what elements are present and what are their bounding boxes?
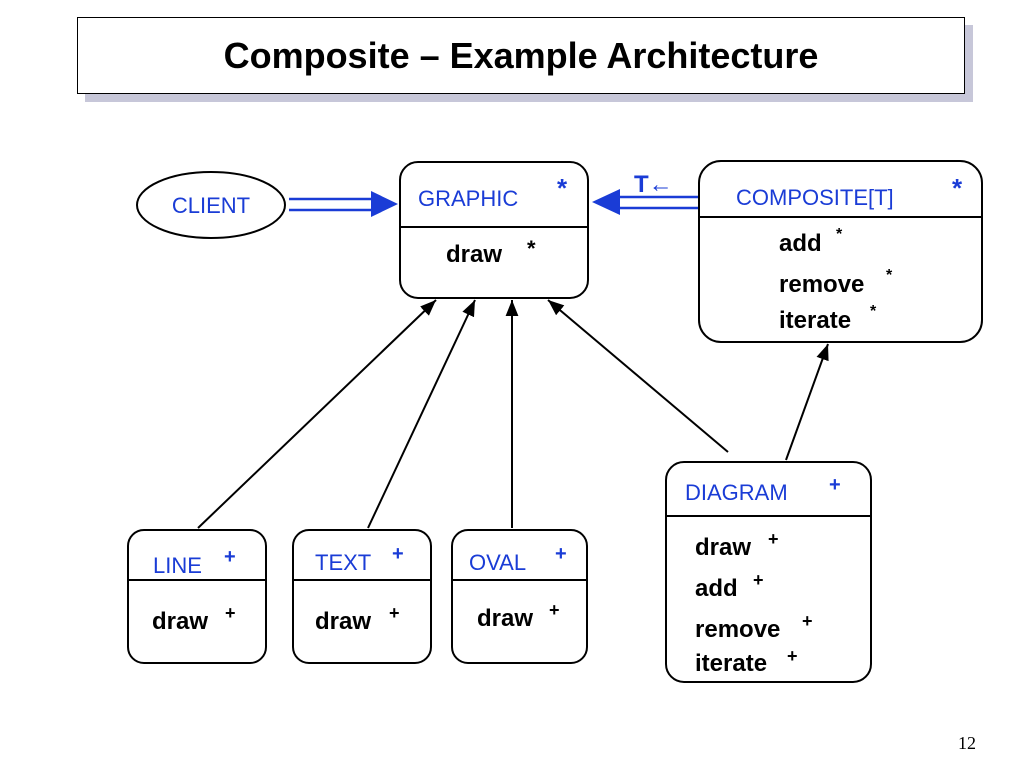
class-diagram: DIAGRAM + draw + add + remove + iterate …: [665, 461, 872, 683]
feature-draw: draw: [446, 241, 502, 268]
client-relation-arrow: [289, 191, 398, 217]
class-line: LINE + draw +: [127, 529, 267, 664]
feature-remove: remove: [695, 616, 780, 643]
effective-mark-diagram: +: [829, 474, 841, 496]
effective-mark-draw: +: [549, 600, 560, 620]
feature-add: add: [695, 575, 738, 602]
effective-mark-draw: +: [389, 603, 400, 623]
effective-mark-oval: +: [555, 543, 567, 565]
effective-mark-draw: +: [768, 529, 779, 549]
feature-iterate: iterate: [695, 650, 767, 677]
class-oval: OVAL + draw +: [451, 529, 588, 664]
feature-draw: draw: [695, 534, 751, 561]
generic-parameter-label: T←: [634, 171, 673, 198]
deferred-mark-add: *: [836, 226, 843, 243]
page-number: 12: [958, 733, 976, 753]
class-graphic: GRAPHIC * draw *: [399, 161, 589, 299]
class-name-text: TEXT: [315, 550, 371, 575]
inherit-line-to-graphic: [197, 299, 437, 529]
inheritance-arrows: [197, 299, 829, 529]
feature-add: add: [779, 230, 822, 257]
class-name-line: LINE: [153, 553, 202, 578]
deferred-mark-draw: *: [527, 236, 536, 261]
effective-mark-draw: +: [225, 603, 236, 623]
class-name-oval: OVAL: [469, 550, 526, 575]
client-label: CLIENT: [172, 193, 250, 218]
composite-client-relation-arrow: [592, 189, 700, 215]
feature-draw: draw: [315, 608, 371, 635]
deferred-mark-iterate: *: [870, 303, 877, 320]
title-box: Composite – Example Architecture: [77, 17, 965, 94]
effective-mark-text: +: [392, 543, 404, 565]
inherit-diagram-to-composite: [785, 343, 829, 461]
feature-draw: draw: [152, 608, 208, 635]
class-name-graphic: GRAPHIC: [418, 186, 518, 211]
effective-mark-remove: +: [802, 611, 813, 631]
deferred-mark-remove: *: [886, 267, 893, 284]
feature-iterate: iterate: [779, 307, 851, 334]
deferred-mark-composite: *: [952, 173, 963, 203]
page-title: Composite – Example Architecture: [223, 34, 819, 76]
class-name-composite: COMPOSITE[T]: [736, 185, 894, 210]
effective-mark-iterate: +: [787, 646, 798, 666]
inherit-text-to-graphic: [367, 299, 476, 529]
effective-mark-add: +: [753, 570, 764, 590]
class-name-diagram: DIAGRAM: [685, 480, 788, 505]
class-composite: COMPOSITE[T] * add * remove * iterate *: [698, 160, 983, 343]
deferred-mark-graphic: *: [557, 173, 568, 203]
inherit-diagram-to-graphic: [547, 299, 729, 453]
effective-mark-line: +: [224, 546, 236, 568]
feature-remove: remove: [779, 271, 864, 298]
client-node: CLIENT: [136, 171, 286, 239]
feature-draw: draw: [477, 605, 533, 632]
class-text: TEXT + draw +: [292, 529, 432, 664]
